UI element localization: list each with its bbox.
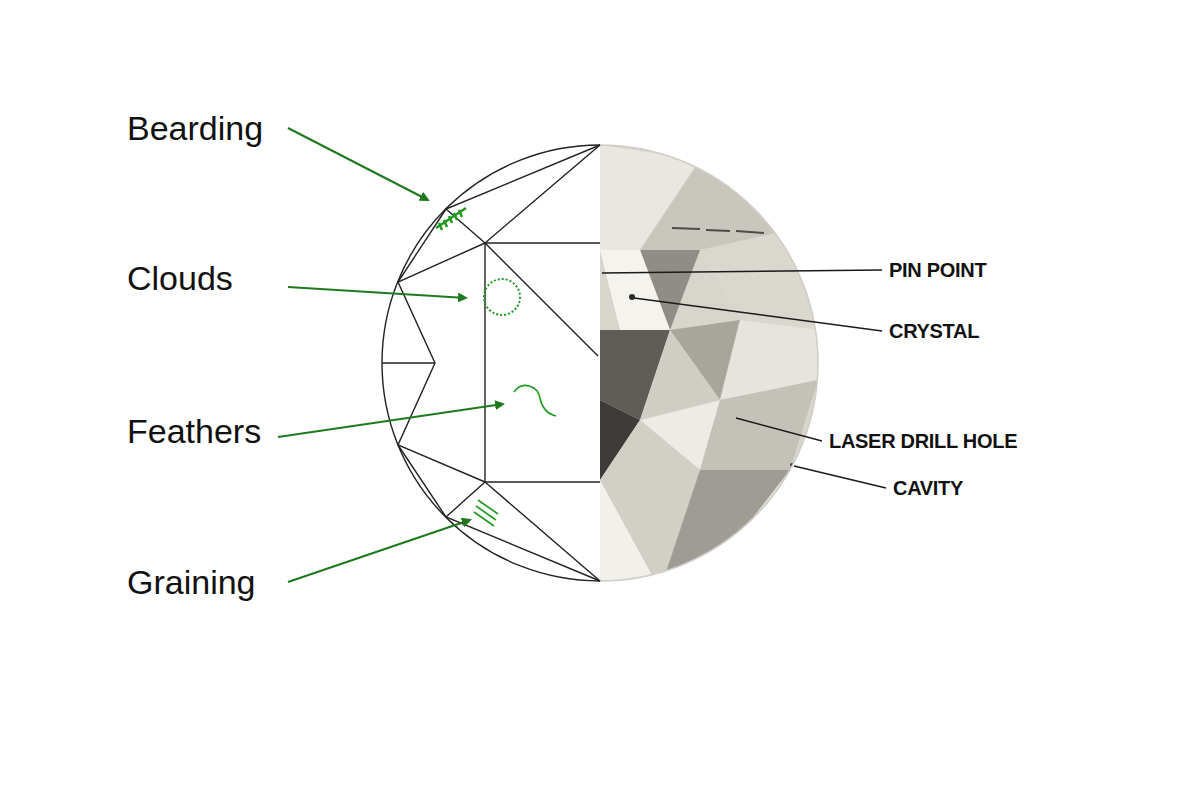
leader-lines <box>602 270 886 488</box>
inclusion-marks <box>436 208 556 526</box>
diamond-photo <box>600 140 830 590</box>
facet-drawing <box>382 145 600 581</box>
callout-label: PIN POINT <box>889 258 986 282</box>
inclusion-label: Feathers <box>127 411 261 451</box>
photo-outline <box>600 145 818 581</box>
callout-label: CAVITY <box>893 476 963 500</box>
inclusion-label: Graining <box>127 562 256 602</box>
callout-label: LASER DRILL HOLE <box>829 429 1017 453</box>
inclusion-label: Bearding <box>127 108 263 148</box>
callout-label: CRYSTAL <box>889 319 979 343</box>
inclusion-label: Clouds <box>127 258 233 298</box>
green-arrows <box>278 128 503 582</box>
